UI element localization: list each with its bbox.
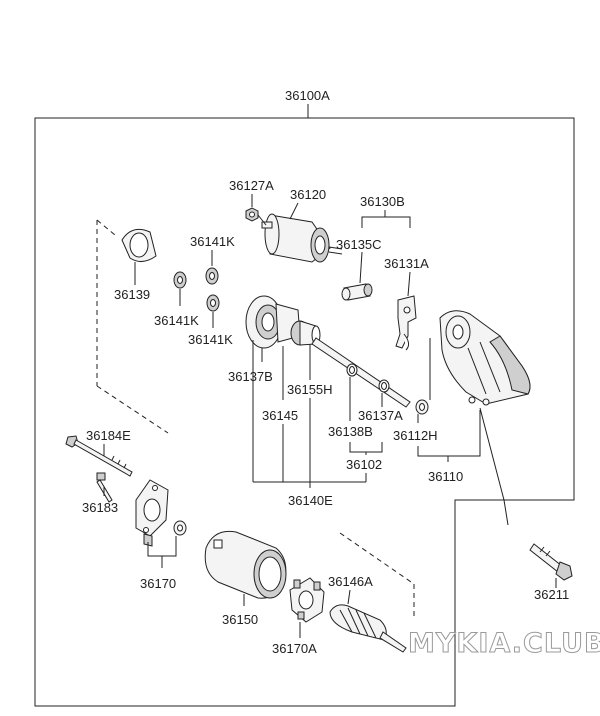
part-front-housing-36110 [439, 310, 531, 406]
part-rear-bracket-36170 [135, 479, 187, 547]
part-roller-36141K-left [173, 271, 187, 289]
label-36138B: 36138B [328, 424, 373, 439]
part-roller-36141K-top [205, 267, 219, 285]
label-36102: 36102 [346, 457, 382, 472]
label-36170A: 36170A [272, 641, 317, 656]
label-36184E: 36184E [86, 428, 131, 443]
label-36141K-bot: 36141K [188, 332, 233, 347]
part-ring-36138B [346, 363, 358, 377]
part-solenoid-36120 [257, 213, 343, 263]
label-36150: 36150 [222, 612, 258, 627]
label-36155H: 36155H [287, 382, 333, 397]
label-36183: 36183 [82, 500, 118, 515]
part-roller-36141K-bottom [206, 294, 220, 312]
label-36127A: 36127A [229, 178, 274, 193]
part-plunger-36135C [341, 283, 373, 301]
label-36130B: 36130B [360, 194, 405, 209]
label-36211: 36211 [534, 587, 569, 602]
label-36140E: 36140E [288, 493, 333, 508]
label-36100A: 36100A [285, 88, 330, 103]
part-shift-lever-36131A [395, 295, 417, 351]
label-36137B: 36137B [228, 369, 273, 384]
assembly-boundary [34, 117, 575, 707]
label-36120: 36120 [290, 187, 326, 202]
part-brush-holder-36170A [289, 577, 325, 623]
part-ring-36137A [378, 379, 390, 393]
label-36139: 36139 [114, 287, 150, 302]
part-nut-36127A [245, 207, 259, 222]
label-36112H: 36112H [393, 428, 438, 443]
label-36110: 36110 [428, 469, 463, 484]
part-armature-36146A [329, 604, 407, 653]
part-yoke-36150 [204, 530, 287, 599]
label-36145: 36145 [262, 408, 298, 423]
label-36137A: 36137A [358, 408, 403, 423]
label-36170: 36170 [140, 576, 176, 591]
label-36135C: 36135C [336, 237, 382, 252]
alignment-line-lower [339, 532, 415, 585]
label-36141K-mid: 36141K [154, 313, 199, 328]
label-36146A: 36146A [328, 574, 373, 589]
part-through-bolt-36184E [65, 435, 133, 477]
part-sleeve-36139 [121, 228, 157, 262]
watermark: MYKIA.CLUB [408, 628, 600, 659]
label-36131A: 36131A [384, 256, 429, 271]
part-bolt-36211 [529, 543, 573, 581]
part-bushing-36112H [415, 399, 429, 415]
label-36141K-top: 36141K [190, 234, 235, 249]
part-clutch-36137B [245, 295, 301, 349]
